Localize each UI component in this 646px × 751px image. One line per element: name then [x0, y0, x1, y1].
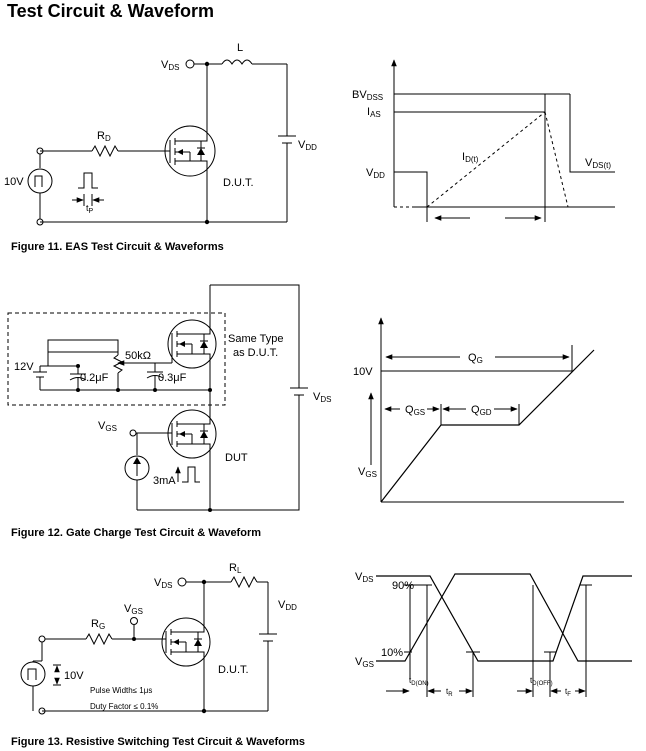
dut-label-2: DUT	[225, 452, 248, 464]
vdd-level	[394, 171, 428, 207]
resistive-switching-circuit: VDS RL VDD VGS RG 10V Pulse Width≤ 1μs D…	[20, 562, 297, 715]
vgs-terminal	[129, 429, 137, 437]
figure-13-caption: Figure 13. Resistive Switching Test Circ…	[11, 736, 306, 748]
id-ramp	[426, 111, 546, 208]
qgd-label: QGD	[471, 404, 492, 417]
vdd-battery	[278, 135, 296, 222]
p90-label: 90%	[392, 580, 414, 592]
resistor-rg	[85, 632, 113, 646]
reference-mosfet	[167, 319, 217, 418]
tp-label: tP	[86, 203, 94, 215]
vdd-label: VDD	[298, 139, 317, 152]
vgs-label-3: VGS	[124, 603, 143, 616]
pot-50k	[112, 354, 124, 374]
vdd-level-label: VDD	[366, 167, 385, 180]
same-type-label: Same Type	[228, 333, 283, 345]
current-label: 3mA	[153, 475, 176, 487]
tf-label: tF	[565, 687, 571, 698]
tdoff-label: tD(OFF)	[530, 676, 553, 687]
figure-12-caption: Figure 12. Gate Charge Test Circuit & Wa…	[11, 527, 262, 539]
vgs-axis-label: VGS	[358, 466, 377, 479]
gate-charge-circuit: 12V 0.2μF 50kΩ 0.3μF Same Type as D.U.T.…	[7, 284, 331, 512]
vds-waveform-3	[376, 575, 632, 662]
10v-label: 10V	[353, 366, 373, 378]
mosfet-dut-3	[161, 617, 211, 667]
vds-t-label: VDS(t)	[585, 157, 611, 170]
vds-terminal-3	[177, 577, 187, 587]
rl-label: RL	[229, 562, 242, 575]
dut-label-3: D.U.T.	[218, 664, 249, 676]
bvdss-label: BVDSS	[352, 89, 383, 102]
vgs-label: VGS	[98, 420, 117, 433]
vgs-waveform	[376, 573, 632, 662]
dut-label: D.U.T.	[223, 177, 254, 189]
inductor-l	[221, 59, 253, 65]
vds-label: VDS	[161, 59, 179, 72]
gate-charge-waveform: 10V QG QGS QGD VGS	[353, 317, 624, 503]
vds-waveform	[569, 94, 615, 173]
pulse-width-label: Pulse Width≤ 1μs	[90, 686, 152, 695]
ias-label: IAS	[367, 106, 381, 119]
vds-label-2: VDS	[313, 391, 331, 404]
vgs-curve	[380, 349, 595, 503]
rg-label: RG	[91, 618, 105, 631]
pulse-symbol	[78, 172, 98, 189]
v12-label: 12V	[14, 361, 34, 373]
gate-pulse-symbol	[182, 466, 200, 483]
pulse-source	[27, 168, 53, 194]
tr-label: tR	[446, 687, 453, 698]
resistor-rd	[91, 144, 119, 158]
current-source	[124, 455, 150, 481]
switching-waveform: VDS 90% 10% VGS tD(ON) tR tD(OFF) tF	[355, 571, 632, 698]
duty-factor-label: Duty Factor ≤ 0.1%	[90, 702, 158, 711]
mosfet-dut	[164, 125, 216, 177]
c2-label: 0.3μF	[158, 372, 187, 384]
battery-12v	[33, 366, 47, 390]
vdd-label-3: VDD	[278, 599, 297, 612]
pulse-source-3	[20, 661, 46, 687]
inductor-label: L	[237, 42, 243, 54]
vds-terminal	[185, 59, 195, 69]
figure-11-caption: Figure 11. EAS Test Circuit & Waveforms	[11, 241, 224, 253]
id-label: ID(t)	[462, 151, 479, 164]
source-voltage-label: 10V	[4, 176, 24, 188]
capacitor-0-3uf	[146, 363, 164, 390]
pot-label: 50kΩ	[125, 350, 151, 362]
qg-label: QG	[468, 352, 483, 365]
mosfet-dut-2	[167, 409, 217, 510]
tdon-label: tD(ON)	[409, 676, 429, 687]
eas-waveform: BVDSS IAS ID(t) VDD VDS(t)	[352, 59, 615, 222]
vds-wave-label: VDS	[355, 571, 373, 584]
p10-label: 10%	[381, 647, 403, 659]
as-dut-label: as D.U.T.	[233, 347, 278, 359]
rd-label: RD	[97, 130, 111, 143]
vdd-battery-3	[259, 633, 277, 711]
source-voltage-label-3: 10V	[64, 670, 84, 682]
qgs-label: QGS	[405, 404, 425, 417]
resistor-element	[47, 339, 119, 353]
eas-test-circuit: VDS L RD VDD 10V tP D.U.T.	[4, 42, 317, 226]
resistor-rl	[230, 575, 258, 589]
vgs-wave-label: VGS	[355, 656, 374, 669]
vds-label-3: VDS	[154, 577, 172, 590]
page-title: Test Circuit & Waveform	[7, 1, 215, 21]
vgs-terminal-3	[130, 617, 138, 625]
reference-circuit-box	[7, 312, 226, 406]
c1-label: 0.2μF	[80, 372, 109, 384]
